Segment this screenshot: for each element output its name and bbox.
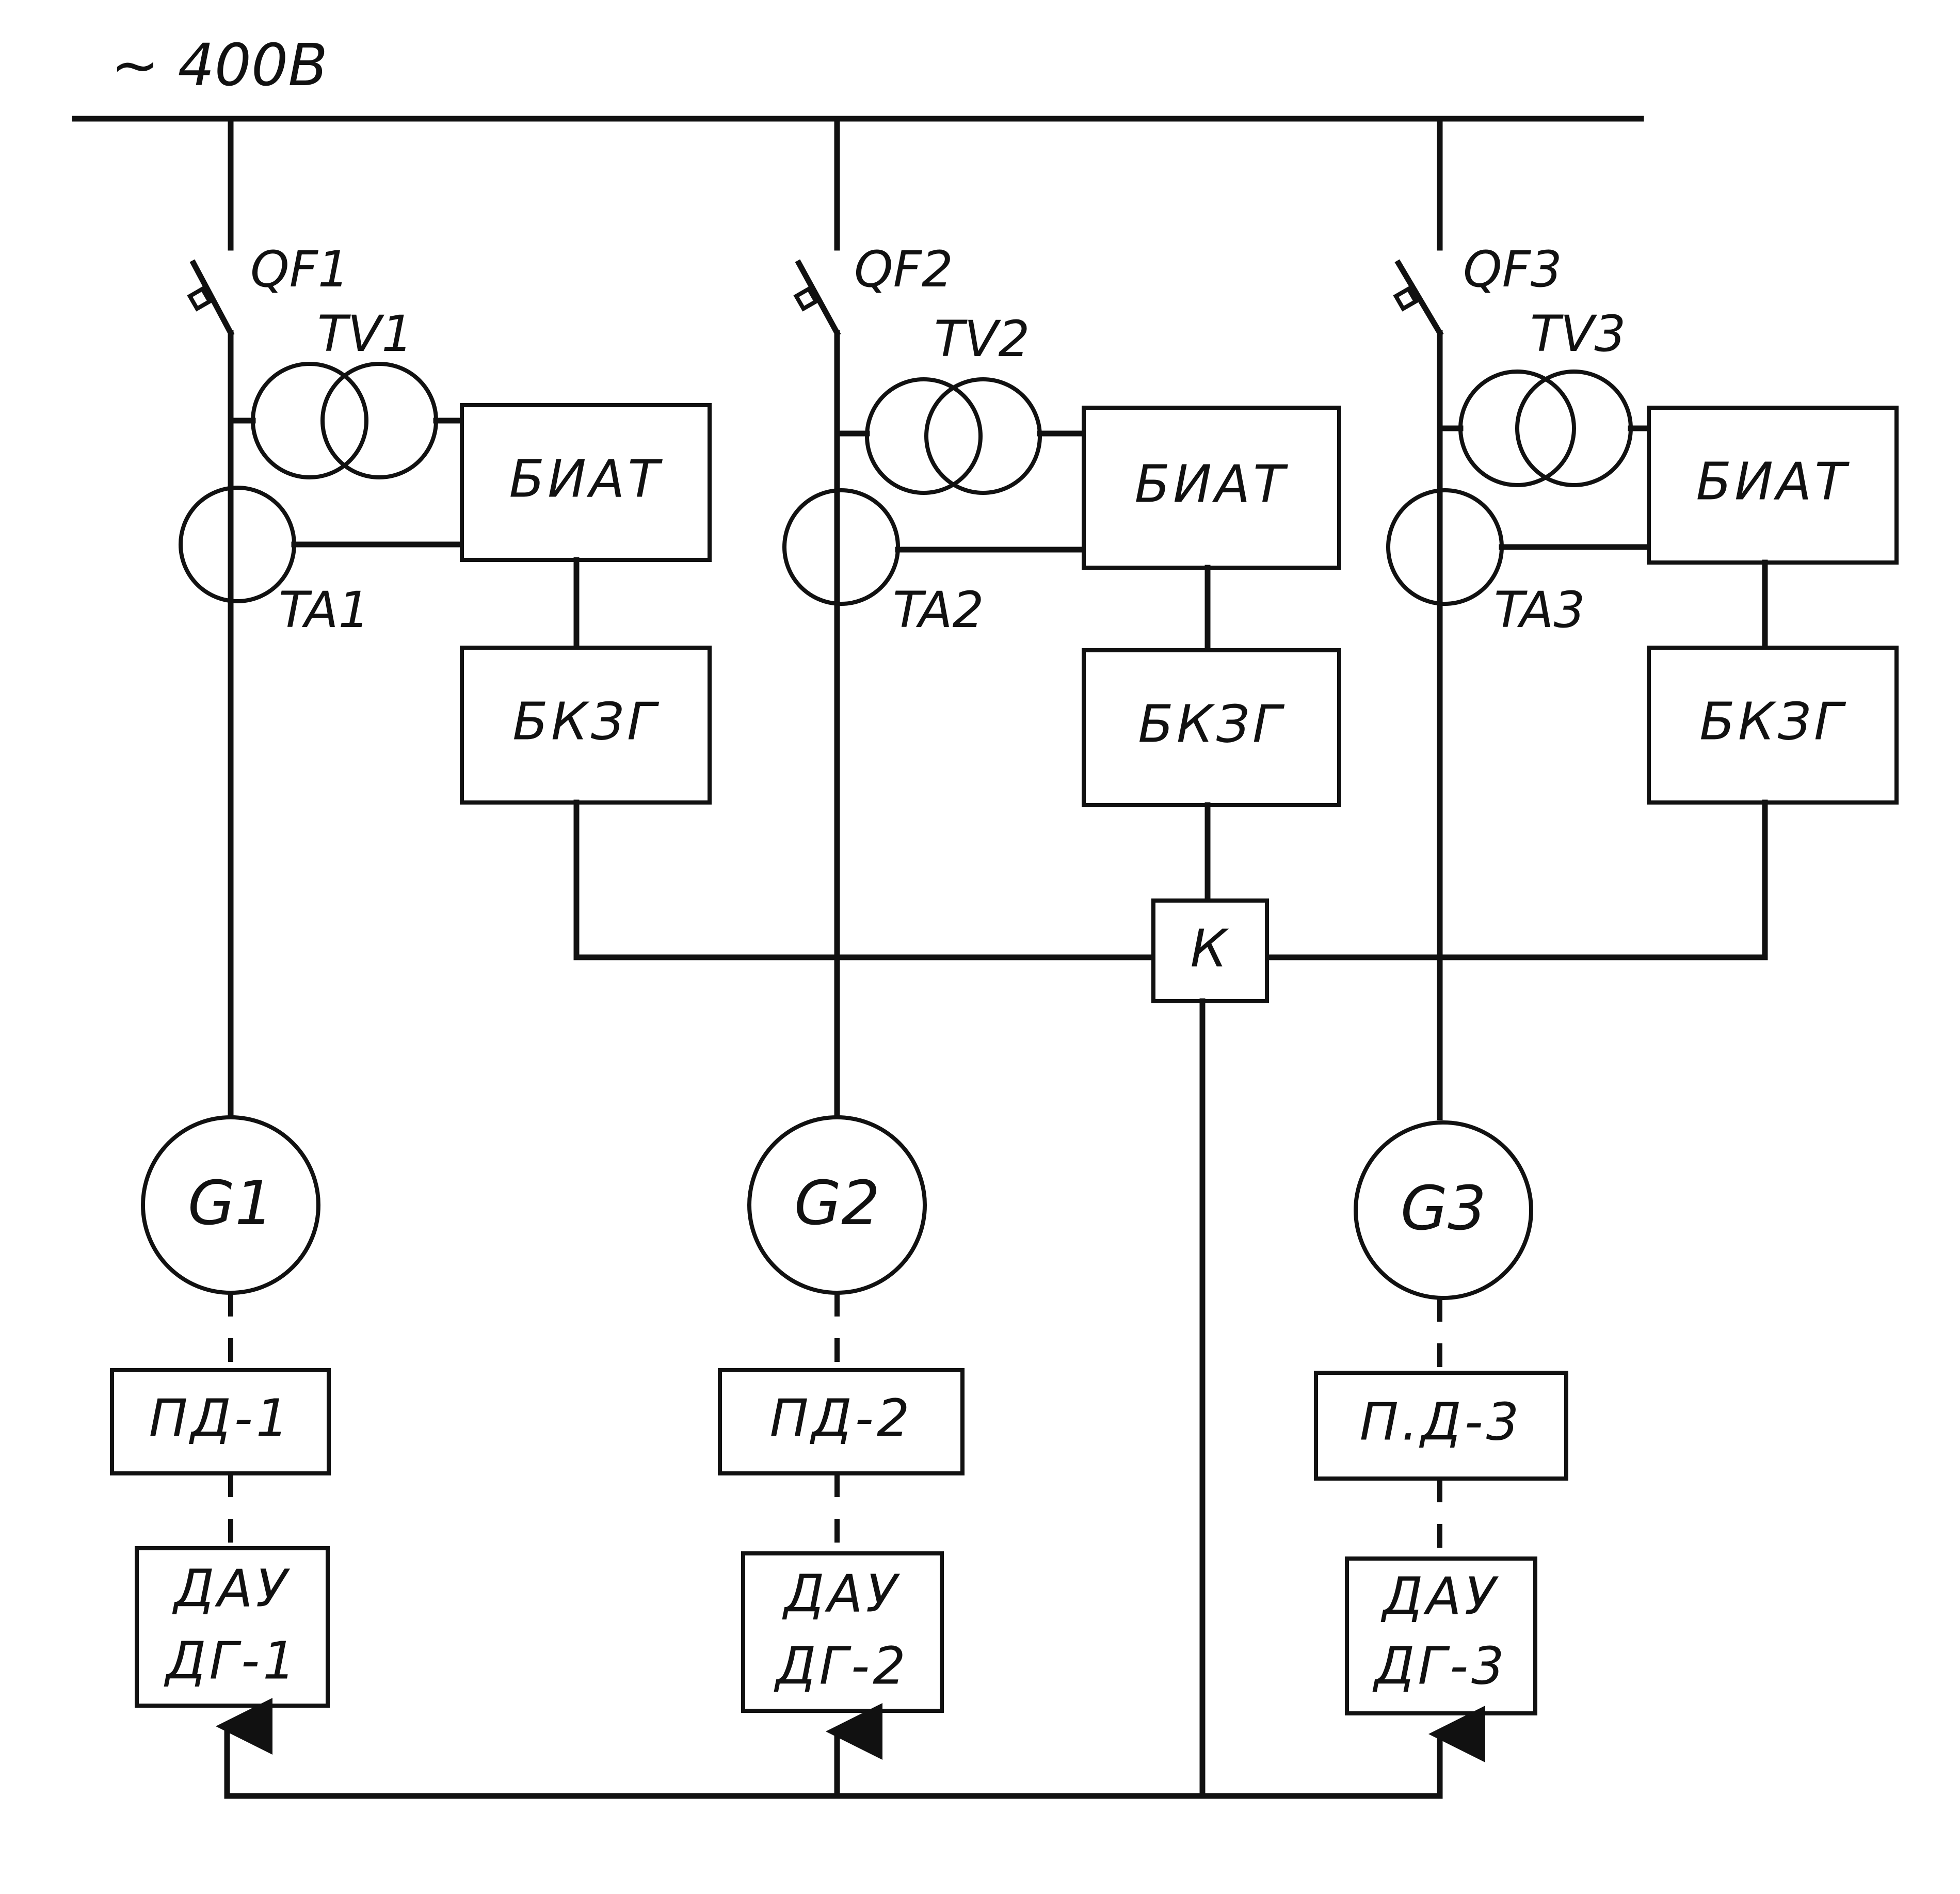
transformer-label-tv2: TV2 — [934, 310, 1030, 368]
prime-mover-block-3 — [1314, 1371, 1568, 1481]
branch-1: QF1 TV1 TA1 БИАТ БКЗГ G1 ПД-1 ДАУ ДГ-1 — [110, 116, 712, 1708]
voltage-transformer-tv2-coil-a — [865, 377, 983, 495]
breaker-label-qf2: QF2 — [854, 240, 953, 298]
current-transformer-ta2 — [782, 488, 900, 606]
transformer-label-tv1: TV1 — [317, 305, 413, 363]
biat-block-1 — [460, 403, 712, 562]
breaker-latch-qf1 — [187, 286, 213, 312]
biat-label-2: БИАТ — [1135, 454, 1289, 514]
transformer-label-ta3: TA3 — [1494, 581, 1585, 639]
remote-control-label-2b: ДГ-2 — [774, 1635, 909, 1696]
remote-control-label-1b: ДГ-1 — [164, 1630, 299, 1691]
voltage-transformer-tv2-coil-b — [924, 377, 1042, 495]
bkzg-block-3 — [1647, 646, 1899, 805]
breaker-latch-qf3 — [1393, 286, 1419, 312]
bus-voltage-label: ~ 400В — [111, 32, 328, 99]
breaker-switch-qf1 — [189, 259, 235, 337]
breaker-latch-qf2 — [793, 286, 819, 312]
biat-label-3: БИАТ — [1696, 451, 1850, 511]
transformer-label-tv3: TV3 — [1530, 305, 1626, 363]
branch-3: QF3 TV3 TA3 БИАТ БКЗГ G3 П.Д-3 ДАУ ДГ-3 — [1314, 116, 1899, 1715]
generator-label-g1: G1 — [188, 1167, 274, 1239]
remote-control-block-1 — [135, 1546, 330, 1708]
controller-k-label: К — [1191, 918, 1230, 978]
generator-g3 — [1354, 1120, 1533, 1300]
prime-mover-label-1: ПД-1 — [149, 1388, 292, 1448]
breaker-label-qf3: QF3 — [1463, 240, 1562, 298]
bkzg-label-1: БКЗГ — [512, 691, 660, 751]
generator-label-g3: G3 — [1401, 1173, 1487, 1244]
transformer-label-ta1: TA1 — [279, 581, 370, 639]
remote-control-block-3 — [1345, 1556, 1537, 1715]
prime-mover-label-3: П.Д-3 — [1360, 1391, 1522, 1452]
biat-label-1: БИАТ — [509, 448, 663, 509]
breaker-label-qf1: QF1 — [250, 240, 349, 298]
breaker-switch-qf2 — [795, 259, 841, 337]
prime-mover-label-2: ПД-2 — [769, 1388, 912, 1448]
generator-label-g2: G2 — [794, 1167, 880, 1239]
voltage-transformer-tv1-coil-a — [251, 362, 368, 479]
biat-block-2 — [1082, 406, 1341, 570]
breaker-switch-qf3 — [1394, 259, 1444, 337]
remote-control-label-2a: ДАУ — [782, 1563, 901, 1624]
bkzg-block-2 — [1082, 648, 1341, 807]
bkzg-label-3: БКЗГ — [1699, 691, 1846, 751]
controller-k-block — [1151, 898, 1269, 1003]
remote-control-label-1a: ДАУ — [172, 1558, 291, 1618]
remote-control-block-2 — [741, 1551, 944, 1713]
transformer-label-ta2: TA2 — [893, 581, 984, 639]
biat-block-3 — [1647, 406, 1899, 565]
bkzg-block-1 — [460, 646, 712, 805]
branch-2: QF2 TV2 TA2 БИАТ БКЗГ G2 ПД-2 ДАУ ДГ-2 — [718, 116, 1341, 1713]
prime-mover-block-2 — [718, 1368, 965, 1475]
prime-mover-block-1 — [110, 1368, 331, 1475]
bkzg-label-2: БКЗГ — [1138, 694, 1285, 754]
current-transformer-ta3 — [1386, 488, 1504, 606]
remote-control-label-3a: ДАУ — [1380, 1566, 1499, 1626]
voltage-transformer-tv1-coil-b — [320, 362, 438, 479]
remote-control-label-3b: ДГ-3 — [1372, 1635, 1507, 1696]
current-transformer-ta1 — [179, 486, 296, 603]
